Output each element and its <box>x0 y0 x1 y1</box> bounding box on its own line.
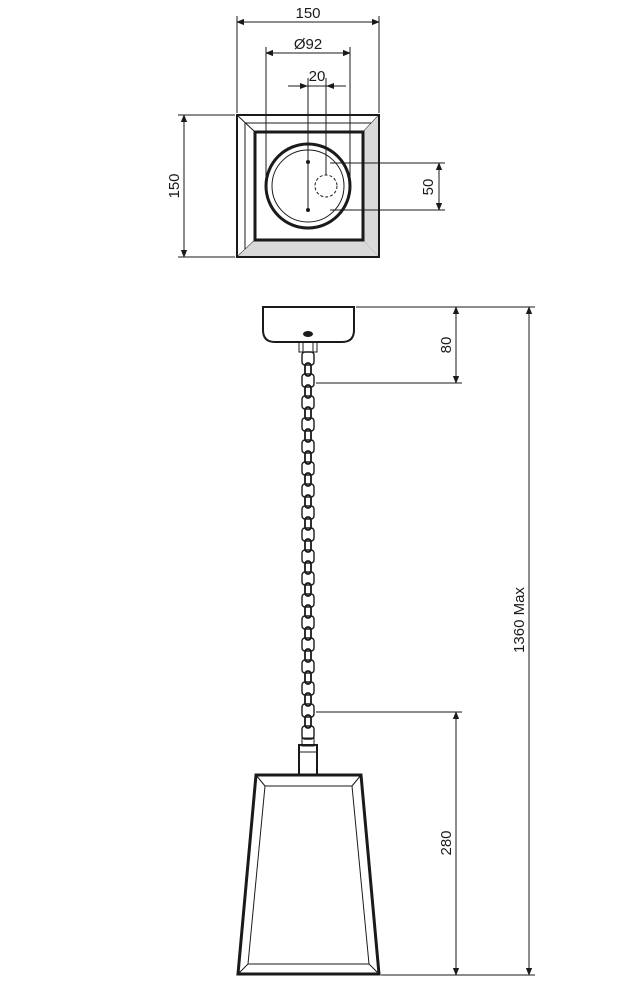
chain-link <box>301 593 315 608</box>
chain-link <box>301 483 315 498</box>
chain-link <box>304 692 312 707</box>
chain-link <box>304 384 312 399</box>
chain-link <box>304 450 312 465</box>
chain-link <box>301 725 315 740</box>
lamp-shade-outer <box>236 773 381 976</box>
total-height-dim-label: 1360 Max <box>511 587 528 653</box>
canopy-body <box>262 306 355 343</box>
chain-link <box>304 582 312 597</box>
chain-link <box>301 461 315 476</box>
lamp-shade-inner <box>247 785 370 965</box>
canopy-inner-square <box>253 130 365 242</box>
chain-link <box>301 615 315 630</box>
chain-link <box>301 681 315 696</box>
canopy-height-dim-label: 80 <box>438 337 455 354</box>
chain-link <box>304 516 312 531</box>
chain-link <box>301 659 315 674</box>
chain-link <box>301 351 315 366</box>
chain-link <box>301 527 315 542</box>
chain-link <box>304 362 312 377</box>
suspension-chain <box>301 351 315 740</box>
chain-link <box>304 428 312 443</box>
chain-link <box>301 637 315 652</box>
chain-link <box>304 714 312 729</box>
canopy-nipple <box>298 341 318 353</box>
height-dim-label: 150 <box>166 173 183 198</box>
chain-link <box>301 505 315 520</box>
chain-link <box>304 626 312 641</box>
offset-dim-label: 50 <box>420 179 437 196</box>
lamp-holder <box>298 744 318 776</box>
chain-link <box>301 417 315 432</box>
chain-link <box>304 560 312 575</box>
width-dim-label: 150 <box>295 5 320 22</box>
chain-link <box>301 703 315 718</box>
chain-link <box>304 472 312 487</box>
side-view: 80 1360 Max 280 <box>236 306 535 976</box>
chain-link <box>304 538 312 553</box>
chain-link <box>301 571 315 586</box>
chain-link <box>301 373 315 388</box>
chain-link <box>304 494 312 509</box>
shade-height-dim-label: 280 <box>438 830 455 855</box>
cable-hole-circle <box>314 174 338 198</box>
chain-link <box>304 406 312 421</box>
chain-link <box>301 439 315 454</box>
chain-link <box>304 670 312 685</box>
spacing-dim-label: 20 <box>309 68 326 85</box>
chain-link <box>301 549 315 564</box>
top-view: 150 Ø92 20 150 50 <box>166 5 445 258</box>
chain-link <box>304 604 312 619</box>
diameter-dim-label: Ø92 <box>294 36 322 53</box>
chain-link <box>304 648 312 663</box>
chain-link <box>301 395 315 410</box>
